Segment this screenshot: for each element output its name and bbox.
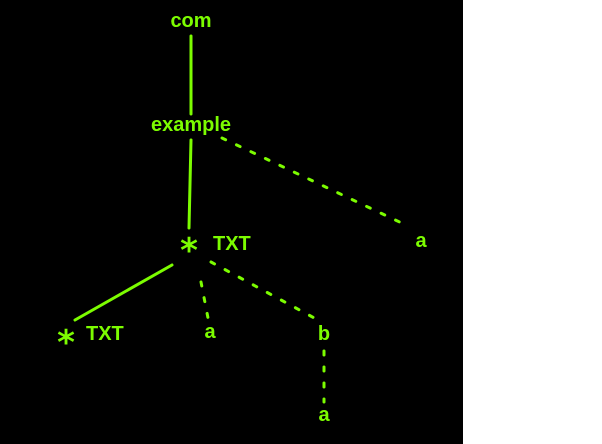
solid-edges [73, 34, 193, 322]
edge-wildcard-wildcard-left [73, 263, 174, 322]
node-a-mid: a [204, 321, 216, 343]
node-wildcard-top-txt: TXT [213, 233, 251, 255]
node-b: b [318, 323, 330, 345]
diagram-background [0, 0, 463, 444]
edge-wildcard-a-mid [199, 280, 210, 320]
node-a-bottom: a [318, 404, 330, 426]
node-a-right: a [415, 230, 427, 252]
wildcard-left-asterisk-icon: * [57, 323, 75, 363]
edge-example-a-right [220, 136, 410, 228]
node-example: example [151, 114, 231, 136]
node-wildcard-left-txt: TXT [86, 323, 124, 345]
edge-example-wildcard [187, 138, 193, 230]
dns-tree-diagram: com example * TXT a * TXT a b a [0, 0, 463, 444]
wildcard-top-asterisk-icon: * [180, 231, 198, 271]
dashed-edges [199, 136, 410, 404]
node-com: com [170, 10, 211, 32]
edge-wildcard-b [209, 260, 320, 322]
